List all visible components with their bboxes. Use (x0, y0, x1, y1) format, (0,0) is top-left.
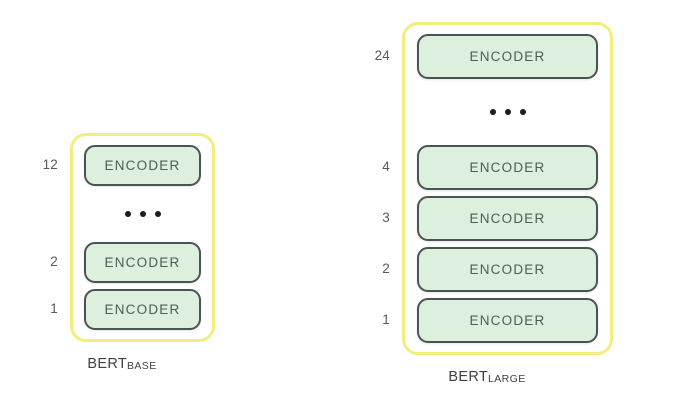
encoder-slot: ENCODER (79, 239, 206, 286)
layer-index: 1 (382, 311, 390, 327)
encoder-block[interactable]: ENCODER (84, 145, 201, 186)
encoder-block[interactable]: ENCODER (417, 196, 598, 241)
layer-index: 1 (50, 300, 58, 316)
encoder-slot: ENCODER (411, 193, 604, 244)
encoder-slot: ENCODER (411, 295, 604, 346)
bert-base-model: 12 2 1 ENCODER ENCODER (29, 133, 215, 372)
encoder-block[interactable]: ENCODER (417, 247, 598, 292)
bert-base-layer-index-column: 12 2 1 (29, 133, 70, 342)
ellipsis-slot (79, 189, 206, 239)
ellipsis-slot (411, 82, 604, 142)
encoder-slot: ENCODER (411, 142, 604, 193)
encoder-slot: ENCODER (79, 286, 206, 333)
layer-index: 2 (50, 253, 58, 269)
caption-subscript-text: LARGE (488, 373, 526, 385)
encoder-slot: ENCODER (79, 142, 206, 189)
bert-base-stack-row: 12 2 1 ENCODER ENCODER (29, 133, 215, 342)
encoder-block[interactable]: ENCODER (417, 298, 598, 343)
encoder-block[interactable]: ENCODER (84, 289, 201, 330)
caption-main-text: BERT (87, 356, 127, 372)
ellipsis-dot (154, 211, 161, 217)
ellipsis-dot (139, 211, 146, 217)
layer-index: 3 (382, 209, 390, 225)
bert-large-model: 24 4 3 2 1 ENCODER (361, 22, 613, 385)
ellipsis-dot (519, 109, 526, 115)
layer-index: 4 (382, 158, 390, 174)
layer-index: 24 (374, 47, 390, 63)
bert-large-encoder-frame: ENCODER ENCODER ENCODER ENCODER (402, 22, 613, 355)
caption-main-text: BERT (448, 369, 488, 385)
ellipsis-dot (124, 211, 131, 217)
ellipsis-dot (489, 109, 496, 115)
encoder-block[interactable]: ENCODER (417, 34, 598, 79)
encoder-slot: ENCODER (411, 244, 604, 295)
layer-index: 2 (382, 260, 390, 276)
layer-index-placeholder (29, 188, 70, 238)
encoder-slot: ENCODER (411, 31, 604, 82)
bert-large-layer-index-column: 24 4 3 2 1 (361, 22, 402, 355)
bert-large-stack-row: 24 4 3 2 1 ENCODER (361, 22, 613, 355)
layer-index-placeholder (361, 81, 402, 141)
encoder-block[interactable]: ENCODER (417, 145, 598, 190)
layer-index: 12 (42, 156, 58, 172)
vertical-ellipsis-icon (124, 211, 161, 217)
ellipsis-dot (504, 109, 511, 115)
bert-base-encoder-frame: ENCODER ENCODER ENCODER (70, 133, 215, 342)
vertical-ellipsis-icon (489, 109, 526, 115)
encoder-block[interactable]: ENCODER (84, 242, 201, 283)
caption-subscript-text: BASE (126, 360, 157, 372)
